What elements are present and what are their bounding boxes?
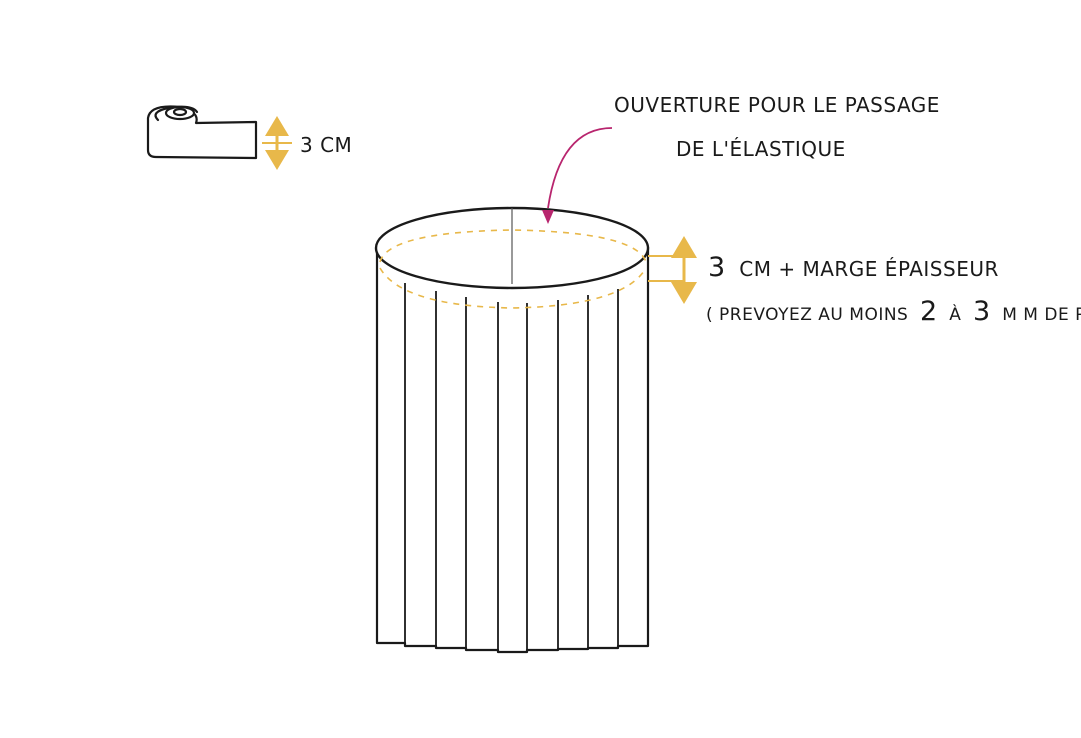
elastic-roll-icon: [146, 105, 258, 160]
waistband-stitch-line-lower: [379, 267, 647, 309]
skirt-body-outline: [375, 247, 650, 654]
waistband-note-close: M M DE PLUS ): [1002, 305, 1081, 325]
waistband-note-open: ( PREVOYEZ AU MOINS: [706, 305, 908, 325]
waistband-measure-number: 3: [708, 252, 726, 283]
skirt-tube: [374, 206, 650, 654]
waistband-height-arrow-icon: [648, 236, 697, 304]
opening-label-line1: OUVERTURE POUR LE PASSAGE: [614, 93, 940, 117]
opening-label-line2: DE L'ÉLASTIQUE: [676, 137, 846, 161]
waistband-note-num1: 2: [920, 296, 938, 327]
opening-pointer-arrow: [547, 127, 613, 209]
waistband-note-mid: À: [949, 303, 961, 325]
elastic-width-arrow-icon: [262, 116, 292, 170]
waistband-note-num2: 3: [973, 296, 991, 327]
opening-pointer-arrowhead-icon: [542, 210, 554, 224]
waistband-note: ( PREVOYEZ AU MOINS 2 À 3 M M DE PLUS ): [706, 296, 1081, 327]
pleat-lines: [404, 283, 619, 652]
waistband-measure-text: CM + MARGE ÉPAISSEUR: [739, 257, 999, 281]
waistband-measure-label: 3 CM + MARGE ÉPAISSEUR: [708, 252, 999, 283]
elastic-width-label: 3 CM: [300, 133, 352, 157]
